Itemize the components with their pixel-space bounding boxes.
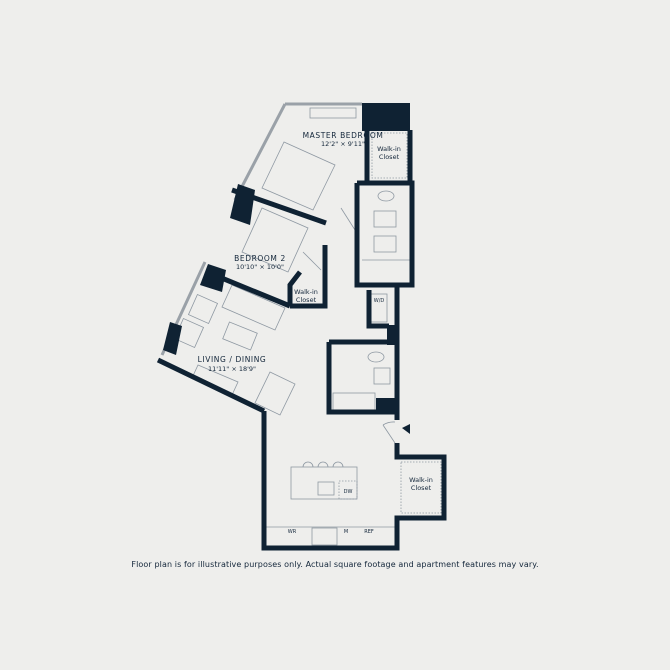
sofa [221, 284, 286, 331]
refrigerator-label: REF [364, 529, 374, 535]
door [302, 251, 322, 271]
master-dresser [309, 107, 357, 119]
walls [156, 130, 447, 551]
room-label-master-bedroom: MASTER BEDROOM [302, 131, 384, 140]
dishwasher [338, 480, 358, 500]
dining-table [254, 371, 296, 416]
dishwasher-label: DW [343, 489, 353, 495]
bedroom2-bed [241, 207, 309, 273]
furniture [173, 107, 442, 546]
bar-stools [302, 461, 344, 468]
room-label-bedroom-2: BEDROOM 2 [234, 254, 286, 263]
bath-sink [373, 367, 391, 385]
closet-shelf [400, 461, 442, 514]
room-dims-bedroom-2: 10'10" × 10'0" [235, 263, 285, 271]
coffee-table [222, 321, 258, 351]
bathtub [332, 392, 376, 411]
toilet [377, 190, 395, 202]
microwave-label: M [343, 529, 349, 535]
entry-arrow [402, 424, 410, 434]
armchair [187, 293, 219, 325]
closet-shelf [371, 132, 408, 179]
washer-dryer-label: W/D [373, 298, 385, 304]
door [340, 207, 356, 231]
structural-columns [163, 103, 410, 434]
vanity-sink [373, 210, 397, 228]
vanity-sink [373, 235, 397, 253]
toilet [367, 351, 385, 363]
wine-refrigerator-label: WR [287, 529, 297, 535]
entry-door [382, 421, 396, 444]
kitchen-island [290, 466, 358, 500]
room-label-living-dining: LIVING / DINING [197, 355, 267, 364]
sink [317, 481, 335, 496]
room-dims-living-dining: 11'11" × 18'9" [207, 365, 257, 373]
cooktop [311, 527, 338, 546]
room-dims-master-bedroom: 12'2" × 9'11" [321, 140, 365, 148]
disclaimer-footnote: Floor plan is for illustrative purposes … [131, 560, 539, 569]
master-bed [261, 141, 336, 211]
